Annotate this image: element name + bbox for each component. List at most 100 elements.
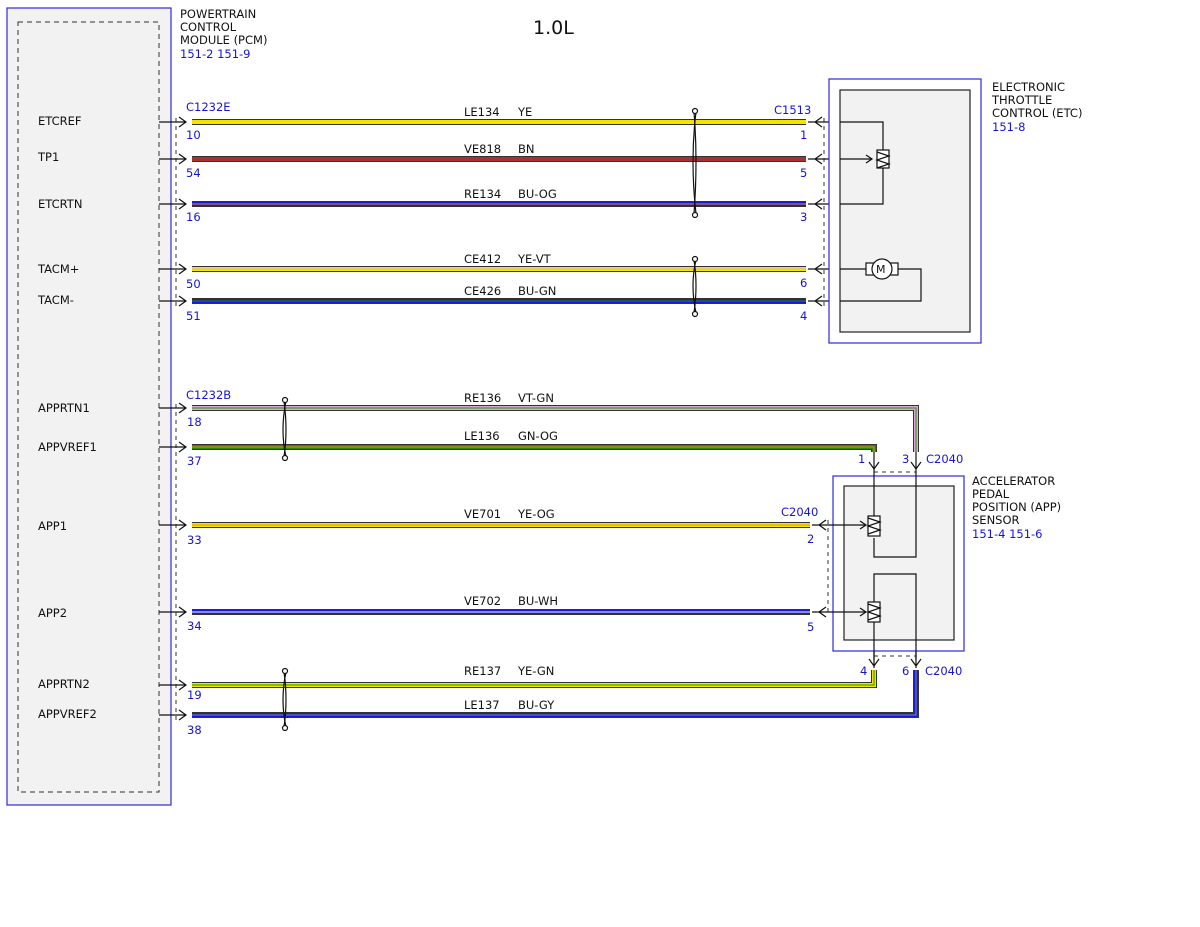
pcm-pin-app1: APP1 bbox=[38, 519, 67, 533]
wire-le137[interactable] bbox=[192, 670, 919, 718]
motor-icon bbox=[840, 258, 922, 302]
wire-circuit-label: RE134 bbox=[464, 187, 501, 201]
pcm-pin-apprtn1: APPRTN1 bbox=[38, 401, 90, 415]
wire-color-label: BU-WH bbox=[518, 594, 558, 608]
pcm-pin-appvref1: APPVREF1 bbox=[38, 440, 97, 454]
pcm-pin-apprtn2: APPRTN2 bbox=[38, 677, 90, 691]
pcm-pin-tacm-plus: TACM+ bbox=[37, 262, 79, 276]
wire-circuit-label: CE426 bbox=[464, 284, 501, 298]
wire-color-label: YE-GN bbox=[517, 664, 554, 678]
pcm-name-line-1: POWERTRAIN bbox=[180, 7, 256, 21]
twisted-pair-marker bbox=[281, 667, 289, 732]
etc-pin-num: 5 bbox=[800, 166, 807, 180]
etc-refs-link[interactable]: 151-8 bbox=[992, 120, 1025, 134]
pcm-pin-num: 16 bbox=[186, 210, 201, 224]
twisted-pair-marker bbox=[691, 107, 699, 219]
app-top-pin-stubs bbox=[868, 452, 922, 558]
wire-color-label: BU-GN bbox=[518, 284, 556, 298]
etc-pin-num: 4 bbox=[800, 309, 807, 323]
pcm-name-line-3: MODULE (PCM) bbox=[180, 33, 267, 47]
pcm-pin-num: 18 bbox=[187, 415, 202, 429]
connector-c1232e-label: C1232E bbox=[186, 100, 231, 114]
app-bottom-pin-stubs bbox=[868, 651, 922, 668]
potentiometer-icon bbox=[866, 515, 882, 537]
connector-c1232b-label: C1232B bbox=[186, 388, 231, 402]
pcm-module[interactable] bbox=[6, 7, 172, 806]
pcm-pin-num: 38 bbox=[187, 723, 202, 737]
pcm-pin-stubs bbox=[159, 116, 188, 721]
pcm-pin-tp1: TP1 bbox=[37, 150, 59, 164]
pcm-pin-num: 54 bbox=[186, 166, 201, 180]
pcm-refs-link[interactable]: 151-2 151-9 bbox=[180, 47, 251, 61]
pcm-name-line-2: CONTROL bbox=[180, 20, 237, 34]
etc-name-line-2: THROTTLE bbox=[991, 93, 1052, 107]
pcm-pin-num: 51 bbox=[186, 309, 201, 323]
wire-color-label: YE-OG bbox=[517, 507, 555, 521]
wire-color-label: VT-GN bbox=[518, 391, 554, 405]
connector-c1513-label: C1513 bbox=[774, 103, 811, 117]
app-inner bbox=[843, 485, 955, 641]
pcm-pin-etcrtn: ETCRTN bbox=[38, 197, 82, 211]
app-pin-num: 6 bbox=[902, 664, 909, 678]
pcm-pin-tacm-minus: TACM- bbox=[37, 293, 74, 307]
potentiometer-icon bbox=[866, 573, 917, 660]
wire-circuit-label: CE412 bbox=[464, 252, 501, 266]
wire-le136[interactable] bbox=[192, 444, 877, 452]
twisted-pair-marker bbox=[691, 255, 699, 318]
app-pin-num: 5 bbox=[807, 620, 814, 634]
etc-pin-num: 1 bbox=[800, 128, 807, 142]
pcm-pin-appvref2: APPVREF2 bbox=[38, 707, 97, 721]
wire-color-label: BN bbox=[518, 142, 535, 156]
pcm-pin-app2: APP2 bbox=[38, 606, 67, 620]
etc-pin-num: 6 bbox=[800, 276, 807, 290]
connector-c2040-label-top: C2040 bbox=[926, 452, 963, 466]
connector-c2040-label-bottom: C2040 bbox=[925, 664, 962, 678]
pcm-pin-etcref: ETCREF bbox=[38, 114, 82, 128]
pcm-outline bbox=[6, 7, 172, 806]
wire-circuit-label: LE134 bbox=[464, 105, 500, 119]
app-refs-link[interactable]: 151-4 151-6 bbox=[972, 527, 1043, 541]
wire-color-label: BU-OG bbox=[518, 187, 557, 201]
app-name-line-1: ACCELERATOR bbox=[972, 474, 1055, 488]
app-pin-num: 4 bbox=[860, 664, 867, 678]
wire-color-label: GN-OG bbox=[518, 429, 558, 443]
app-pin-num: 1 bbox=[858, 452, 865, 466]
app-name-line-3: POSITION (APP) bbox=[972, 500, 1061, 514]
app-name-line-4: SENSOR bbox=[972, 513, 1020, 527]
wire-circuit-label: RE137 bbox=[464, 664, 501, 678]
pcm-pin-num: 34 bbox=[187, 619, 202, 633]
wire-circuit-label: RE136 bbox=[464, 391, 501, 405]
app-name-line-2: PEDAL bbox=[972, 487, 1010, 501]
pcm-pin-num: 19 bbox=[187, 688, 202, 702]
wire-color-label: YE-VT bbox=[517, 252, 552, 266]
pcm-pin-num: 33 bbox=[187, 533, 202, 547]
etc-component[interactable] bbox=[828, 78, 982, 344]
pcm-pin-num: 50 bbox=[186, 277, 201, 291]
potentiometer-icon bbox=[840, 121, 891, 205]
etc-name-line-3: CONTROL (ETC) bbox=[992, 106, 1082, 120]
wire-color-label: BU-GY bbox=[518, 698, 555, 712]
app-pin-num: 3 bbox=[902, 452, 909, 466]
connector-c2040-label-side: C2040 bbox=[781, 505, 818, 519]
wire-color-label: YE bbox=[517, 105, 532, 119]
wire-circuit-label: VE702 bbox=[464, 594, 501, 608]
wire-circuit-label: VE818 bbox=[464, 142, 501, 156]
wire-re137[interactable] bbox=[192, 670, 877, 688]
twisted-pair-marker bbox=[281, 396, 289, 462]
motor-symbol: M bbox=[876, 263, 886, 276]
app-side-pin-stubs bbox=[812, 519, 868, 618]
pcm-inner-outline bbox=[17, 21, 160, 793]
diagram-title: 1.0L bbox=[533, 17, 574, 39]
app-sensor-component[interactable] bbox=[832, 475, 965, 652]
app-pin-num: 2 bbox=[807, 532, 814, 546]
pcm-pin-num: 37 bbox=[187, 454, 202, 468]
etc-inner bbox=[839, 89, 971, 333]
wire-circuit-label: LE136 bbox=[464, 429, 500, 443]
etc-pin-num: 3 bbox=[800, 210, 807, 224]
pcm-pin-num: 10 bbox=[186, 128, 201, 142]
wire-circuit-label: VE701 bbox=[464, 507, 501, 521]
wire-circuit-label: LE137 bbox=[464, 698, 500, 712]
etc-name-line-1: ELECTRONIC bbox=[992, 80, 1065, 94]
wire-re136[interactable] bbox=[192, 405, 919, 452]
